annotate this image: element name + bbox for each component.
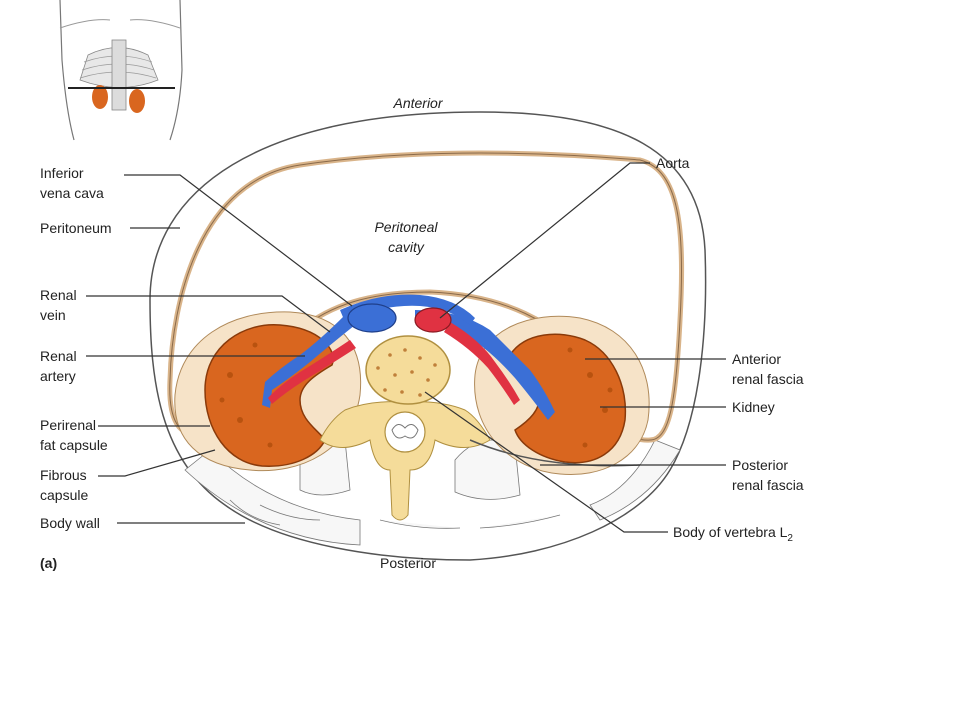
- label-fibrous-capsule-1: Fibrous: [40, 467, 87, 483]
- label-body-wall: Body wall: [40, 515, 100, 531]
- kidney-texture: [219, 342, 613, 448]
- label-fibrous-capsule-2: capsule: [40, 487, 88, 503]
- label-renal-artery-2: artery: [40, 368, 76, 384]
- aorta-vessel: [414, 307, 452, 333]
- vena-cava-arc: [340, 294, 475, 325]
- label-anterior-renal-fascia-2: renal fascia: [732, 371, 804, 387]
- label-posterior-renal-fascia-1: Posterior: [732, 457, 788, 473]
- inset-kidney-right: [129, 89, 145, 113]
- label-renal-vein-1: Renal: [40, 287, 77, 303]
- label-inferior-vena-cava-1: Inferior: [40, 165, 84, 181]
- label-peritoneum: Peritoneum: [40, 220, 112, 236]
- label-renal-vein-2: vein: [40, 307, 66, 323]
- torso-spine: [111, 39, 127, 111]
- vertebral-body-texture: [376, 348, 437, 397]
- label-kidney: Kidney: [732, 399, 775, 415]
- torso-inset: [59, 0, 183, 141]
- label-panel-letter: (a): [40, 555, 57, 571]
- label-peritoneal-cavity-1: Peritoneal: [374, 219, 438, 235]
- label-peritoneal-cavity-2: cavity: [388, 239, 425, 255]
- leader-lines: [86, 162, 726, 533]
- renal-vein-left: [262, 315, 355, 408]
- spinal-cord: [391, 424, 419, 439]
- torso-shoulder: [59, 19, 181, 29]
- renal-artery-right: [444, 322, 520, 405]
- label-perirenal-fat-capsule-2: fat capsule: [40, 437, 108, 453]
- label-body-of-vertebra-subscript: 2: [787, 533, 793, 544]
- label-body-of-vertebra: Body of vertebra L2: [673, 524, 793, 544]
- label-anterior: Anterior: [392, 95, 443, 111]
- torso-outline: [59, 0, 183, 141]
- label-body-of-vertebra-text: Body of vertebra L: [673, 524, 788, 540]
- label-renal-artery-1: Renal: [40, 348, 77, 364]
- label-aorta: Aorta: [656, 155, 690, 171]
- label-posterior-renal-fascia-2: renal fascia: [732, 477, 804, 493]
- label-posterior: Posterior: [380, 555, 436, 571]
- label-perirenal-fat-capsule-1: Perirenal: [40, 417, 96, 433]
- inset-kidney-left: [92, 85, 108, 109]
- vertebral-arch: [319, 401, 491, 521]
- vertebral-body: [365, 335, 451, 405]
- inferior-vena-cava: [347, 303, 397, 333]
- label-inferior-vena-cava-2: vena cava: [40, 185, 104, 201]
- renal-artery-left: [268, 340, 356, 404]
- label-anterior-renal-fascia-1: Anterior: [732, 351, 781, 367]
- posterior-renal-fascia-line: [469, 439, 641, 467]
